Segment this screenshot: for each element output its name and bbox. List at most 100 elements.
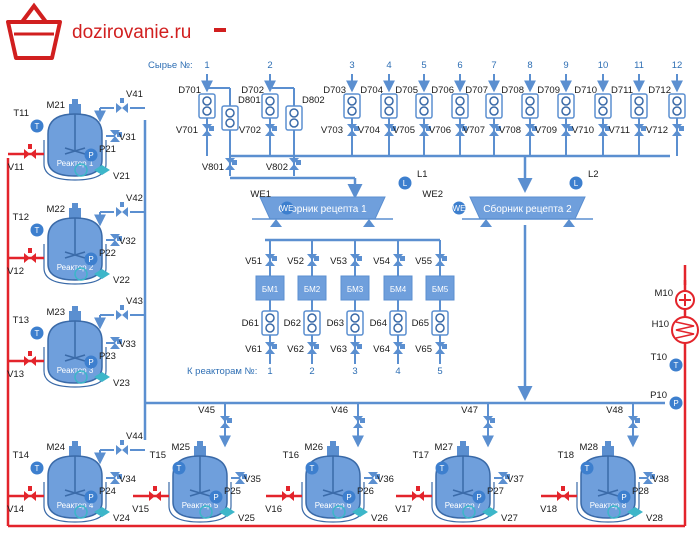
- motor-M25[interactable]: [194, 441, 206, 456]
- valve-V63[interactable]: [350, 342, 362, 354]
- valve-V38[interactable]: [643, 472, 655, 484]
- heater-exchanger[interactable]: [671, 316, 699, 344]
- dispenser-D712[interactable]: [668, 93, 686, 119]
- valve-V51[interactable]: [265, 254, 277, 266]
- valve-V44[interactable]: [116, 440, 128, 455]
- valve-V13[interactable]: [24, 351, 36, 366]
- outlet-V25[interactable]: [199, 505, 235, 519]
- motor-M26[interactable]: [327, 441, 339, 456]
- valve-V61[interactable]: [265, 342, 277, 354]
- valve-V35[interactable]: [235, 472, 247, 484]
- motor-M22[interactable]: [69, 203, 81, 218]
- valve-V34[interactable]: [110, 472, 122, 484]
- outlet-V26[interactable]: [332, 505, 368, 519]
- valve-V704[interactable]: [384, 124, 396, 136]
- valve-V11[interactable]: [24, 144, 36, 159]
- valve-V45[interactable]: [220, 416, 232, 428]
- dispenser-D706[interactable]: [451, 93, 469, 119]
- valve-V712[interactable]: [672, 124, 684, 136]
- valve-V48[interactable]: [628, 416, 640, 428]
- valve-V701[interactable]: [202, 124, 214, 136]
- valve-V710[interactable]: [598, 124, 610, 136]
- valve-V41[interactable]: [116, 98, 128, 113]
- dispenser-label: D711: [611, 85, 633, 96]
- valve-V17[interactable]: [412, 486, 424, 501]
- mixer-block-БМ1[interactable]: БМ1: [255, 275, 285, 301]
- dispenser-D709[interactable]: [557, 93, 575, 119]
- dispenser-D64[interactable]: [389, 310, 407, 336]
- dispenser-D702[interactable]: [261, 93, 279, 119]
- mixer-block-БМ5[interactable]: БМ5: [425, 275, 455, 301]
- valve-V55[interactable]: [435, 254, 447, 266]
- valve-V33[interactable]: [110, 337, 122, 349]
- valve-V15[interactable]: [149, 486, 161, 501]
- valve-V53[interactable]: [350, 254, 362, 266]
- valve-V36[interactable]: [368, 472, 380, 484]
- valve-V32[interactable]: [110, 234, 122, 246]
- valve-V801[interactable]: [225, 158, 237, 170]
- dispenser-D61[interactable]: [261, 310, 279, 336]
- valve-V12[interactable]: [24, 248, 36, 263]
- dispenser-D62[interactable]: [303, 310, 321, 336]
- valve-V43[interactable]: [116, 305, 128, 320]
- valve-V703[interactable]: [347, 124, 359, 136]
- temperature-icon: T: [305, 461, 319, 475]
- outlet-V28[interactable]: [607, 505, 643, 519]
- dispenser-D703[interactable]: [343, 93, 361, 119]
- valve-V46[interactable]: [353, 416, 365, 428]
- valve-V16[interactable]: [282, 486, 294, 501]
- dispenser-D707[interactable]: [485, 93, 503, 119]
- valve-V802[interactable]: [289, 158, 301, 170]
- valve-V64[interactable]: [393, 342, 405, 354]
- valve-V31[interactable]: [110, 130, 122, 142]
- dispenser-D65[interactable]: [431, 310, 449, 336]
- mixer-block-БМ4[interactable]: БМ4: [383, 275, 413, 301]
- motor-M27[interactable]: [457, 441, 469, 456]
- outlet-V24[interactable]: [74, 505, 110, 519]
- outlet-V21[interactable]: [74, 163, 110, 177]
- valve-V37[interactable]: [498, 472, 510, 484]
- outlet-label: V23: [113, 378, 130, 389]
- temperature-icon: T: [30, 461, 44, 475]
- dispenser-D708[interactable]: [521, 93, 539, 119]
- valve-V708[interactable]: [525, 124, 537, 136]
- valve-V14[interactable]: [24, 486, 36, 501]
- outlet-V22[interactable]: [74, 267, 110, 281]
- dispenser-D705[interactable]: [415, 93, 433, 119]
- dispenser-D801[interactable]: [221, 105, 239, 131]
- valve-V711[interactable]: [634, 124, 646, 136]
- dispenser-D704[interactable]: [380, 93, 398, 119]
- dispenser-D701[interactable]: [198, 93, 216, 119]
- temperature-label: T17: [413, 450, 429, 461]
- motor-M24[interactable]: [69, 441, 81, 456]
- pressure-label: P27: [487, 486, 504, 497]
- mixer-block-БМ3[interactable]: БМ3: [340, 275, 370, 301]
- valve-V709[interactable]: [561, 124, 573, 136]
- mixer-block-БМ2[interactable]: БМ2: [297, 275, 327, 301]
- valve-V702[interactable]: [265, 124, 277, 136]
- valve-V18[interactable]: [557, 486, 569, 501]
- heater-motor[interactable]: [675, 290, 695, 310]
- motor-M21[interactable]: [69, 99, 81, 114]
- dispenser-D802[interactable]: [285, 105, 303, 131]
- motor-label: M28: [580, 442, 598, 453]
- valve-V707[interactable]: [489, 124, 501, 136]
- valve-V52[interactable]: [307, 254, 319, 266]
- valve-V65[interactable]: [435, 342, 447, 354]
- outlet-V23[interactable]: [74, 370, 110, 384]
- dispenser-D711[interactable]: [630, 93, 648, 119]
- valve-V62[interactable]: [307, 342, 319, 354]
- feed-number: 12: [672, 60, 683, 71]
- dispenser-D710[interactable]: [594, 93, 612, 119]
- motor-M28[interactable]: [602, 441, 614, 456]
- valve-V705[interactable]: [419, 124, 431, 136]
- valve-V706[interactable]: [455, 124, 467, 136]
- valve-V54[interactable]: [393, 254, 405, 266]
- dispenser-D63[interactable]: [346, 310, 364, 336]
- motor-M23[interactable]: [69, 306, 81, 321]
- outlet-V27[interactable]: [462, 505, 498, 519]
- valve-V42[interactable]: [116, 202, 128, 217]
- valve-V47[interactable]: [483, 416, 495, 428]
